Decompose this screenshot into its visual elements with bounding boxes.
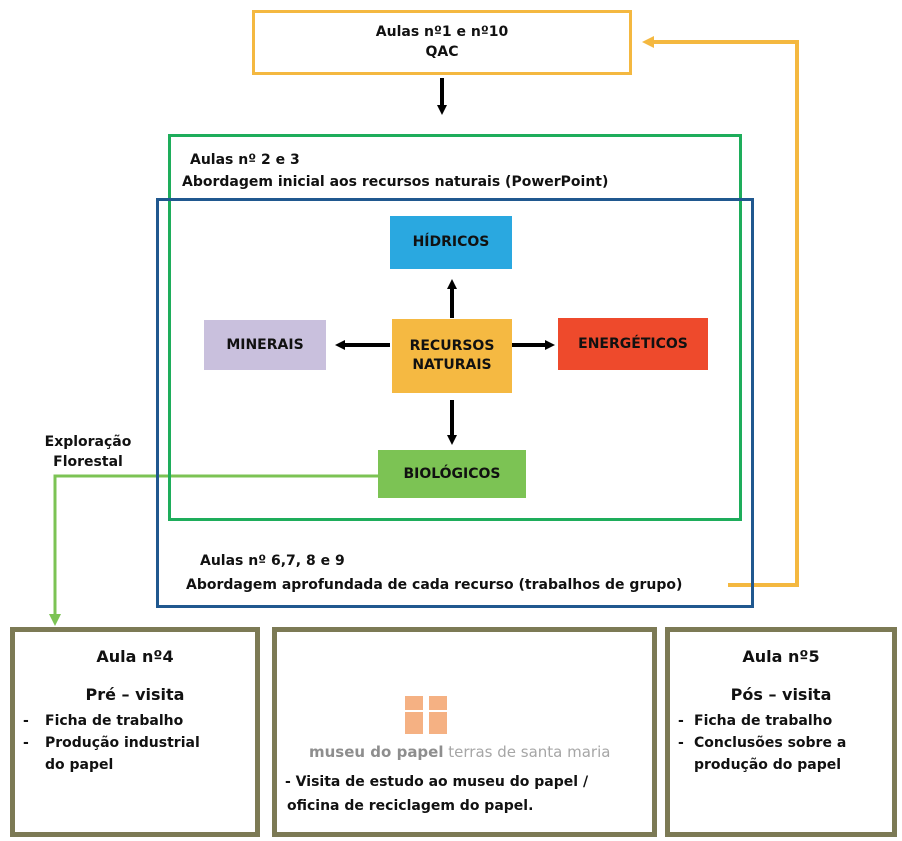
aula-5-title: Aula nº5: [742, 647, 820, 666]
aula-4-subtitle: Pré – visita: [85, 685, 185, 704]
aula-4-list: Ficha de trabalho Produção industrial: [15, 710, 255, 754]
exploracao-florestal-label: Exploração Florestal: [38, 432, 138, 472]
aulas-6-9-label: Aulas nº 6,7, 8 e 9: [200, 553, 345, 569]
exploracao-line1: Exploração: [44, 434, 132, 450]
aulas-6-9-description: Abordagem aprofundada de cada recurso (t…: [186, 577, 683, 593]
aulas-2-3-description: Abordagem inicial aos recursos naturais …: [182, 174, 609, 190]
node-energeticos: ENERGÉTICOS: [558, 318, 708, 370]
green-exploracao-line: [49, 474, 380, 626]
aula-5-list: Ficha de trabalho Conclusões sobre a: [670, 710, 892, 754]
aula-5-subtitle: Pós – visita: [730, 685, 832, 704]
node-recursos-line1: RECURSOS: [409, 338, 495, 354]
aulas-2-3-label: Aulas nº 2 e 3: [190, 152, 300, 168]
museu-logo-text: museu do papel terras de santa maria: [309, 742, 639, 762]
node-biologicos: BIOLÓGICOS: [378, 450, 526, 498]
aulas-1-10-box: Aulas nº1 e nº10 QAC: [252, 10, 632, 75]
list-item: Produção industrial: [15, 732, 255, 754]
museu-logo-icon: [405, 696, 447, 734]
museu-logo-text-light: terras de santa maria: [448, 743, 611, 761]
list-item: Ficha de trabalho: [15, 710, 255, 732]
aula-5-continuation: produção do papel: [694, 757, 842, 773]
node-energeticos-label: ENERGÉTICOS: [578, 335, 688, 352]
node-minerais: MINERAIS: [204, 320, 326, 370]
aula-4-box: Aula nº4 Pré – visita Ficha de trabalho …: [10, 627, 260, 837]
museu-description-line1: - Visita de estudo ao museu do papel /: [285, 774, 589, 790]
aula-4-continuation: do papel: [45, 757, 114, 773]
node-recursos-naturais: RECURSOS NATURAIS: [392, 319, 512, 393]
exploracao-line2: Florestal: [53, 454, 123, 470]
node-hidricos-label: HÍDRICOS: [412, 234, 490, 250]
node-biologicos-label: BIOLÓGICOS: [403, 465, 501, 482]
aulas-2-3-box: [168, 134, 742, 521]
aulas-1-10-label: Aulas nº1 e nº10: [375, 24, 509, 40]
list-item: Ficha de trabalho: [670, 710, 892, 732]
list-item: Conclusões sobre a: [670, 732, 892, 754]
museu-box: museu do papel terras de santa maria - V…: [272, 627, 657, 837]
node-minerais-label: MINERAIS: [226, 336, 304, 353]
museu-description-line2: oficina de reciclagem do papel.: [287, 798, 534, 814]
qac-label: QAC: [425, 44, 459, 60]
aulas-6-9-box: [156, 198, 754, 608]
node-hidricos: HÍDRICOS: [390, 216, 512, 269]
aula-4-title: Aula nº4: [96, 647, 174, 666]
yellow-feedback-line: [642, 36, 799, 587]
museu-logo-text-bold: museu do papel: [309, 743, 444, 761]
aula-5-box: Aula nº5 Pós – visita Ficha de trabalho …: [665, 627, 897, 837]
node-recursos-line2: NATURAIS: [412, 357, 492, 373]
